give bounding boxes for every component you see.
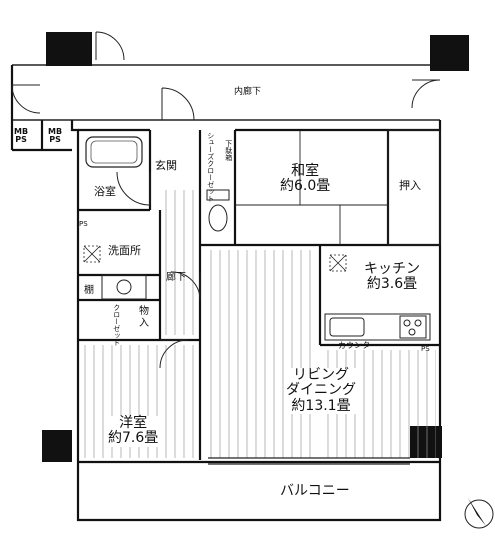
shoe-closet-label: シューズクローゼット [206,132,215,202]
mb-label-1: MB [14,127,29,136]
closet-box [387,129,441,246]
living-line2: ダイニング [286,382,356,399]
western-room-label: 洋室 約7.6畳 [108,415,159,447]
tatami-lines [235,130,388,245]
ps-small-label-2: PS [421,345,430,353]
kitchen-counter [324,313,431,341]
corridor-label: 廊下 [166,272,186,283]
mb-ps-box-2: MB PS [48,127,63,145]
ps-label-1: PS [15,135,27,145]
balcony-window [208,457,410,465]
living-line1: リビング [293,367,349,383]
ceiling-lamp-icons [83,245,347,272]
kitchen-size: 約3.6畳 [366,276,418,293]
mb-label-2: MB [48,127,63,136]
counter-label: カウンター [338,341,378,350]
japanese-room-size: 約6.0畳 [280,178,331,195]
kitchen-name: キッチン [364,261,420,277]
storage-label: 物入 [139,306,149,329]
bathroom-label: 浴室 [94,185,116,198]
washbasin [101,274,147,300]
japanese-room-label: 和室 約6.0畳 [280,163,331,195]
living-size: 約13.1畳 [291,397,351,414]
kitchen-label: キッチン 約3.6畳 [364,261,420,293]
western-room-size: 約7.6畳 [108,430,159,447]
inner-corridor-band [12,64,440,121]
balcony-label: バルコニー [280,483,350,499]
corridor-floor-pattern [165,190,197,335]
doors [11,31,441,369]
bathtub [85,136,143,168]
inner-corridor-label: 内廊下 [234,87,262,97]
mb-ps-box-1: MB PS [14,127,29,145]
closet-vert-label: クローゼット [112,304,121,346]
compass-icon [464,498,494,529]
shoebox-label: 下駄箱 [224,140,233,161]
japanese-room-name: 和室 [291,163,320,179]
ps-label-2: PS [49,135,61,145]
western-room-name: 洋室 [119,415,148,431]
closet-label: 押入 [399,179,421,192]
toilet [206,189,230,232]
shelf-label: 棚 [84,285,94,296]
entrance-label: 玄関 [155,159,177,172]
living-label: リビング ダイニング 約13.1畳 [286,367,356,415]
ps-small-label-1: PS [79,220,88,228]
living-floor-pattern [205,250,317,458]
washroom-label: 洗面所 [108,244,141,257]
